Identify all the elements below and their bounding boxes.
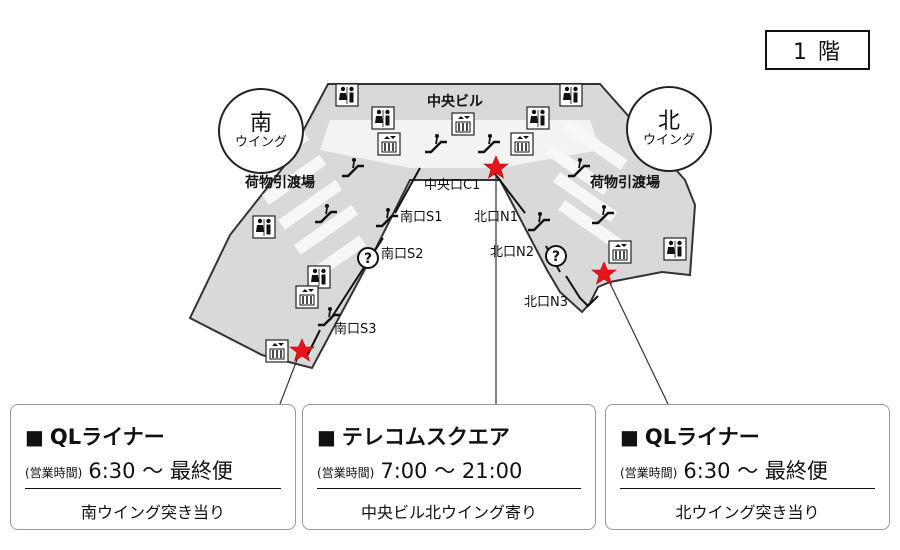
restroom-icon	[559, 83, 583, 107]
baggage-claim-south-label: 荷物引渡場	[245, 175, 315, 191]
card-square-icon: ■	[620, 425, 639, 449]
card-telecom-square[interactable]: ■テレコムスクエア (営業時間) 7:00 ～ 21:00 中央ビル北ウイング寄り	[302, 404, 596, 530]
elevator-icon	[295, 285, 319, 309]
card-square-icon: ■	[317, 425, 336, 449]
gate-s3-label: 南口S3	[334, 322, 377, 337]
information-icon[interactable]	[545, 245, 567, 267]
gate-s2-label: 南口S2	[381, 247, 424, 262]
elevator-icon	[510, 132, 534, 156]
card-title: ■QLライナー	[620, 421, 760, 451]
restroom-icon	[526, 106, 550, 130]
gate-n1-label: 北口N1	[474, 210, 518, 225]
card-location: 北ウイング突き当り	[675, 503, 820, 522]
south-wing-badge: 南 ウイング	[218, 88, 304, 174]
card-hours-label: (営業時間)	[25, 466, 83, 480]
card-hours: (営業時間) 6:30 ～ 最終便	[620, 457, 875, 489]
card-hours-value: 7:00 ～ 21:00	[380, 459, 523, 483]
north-wing-subtitle: ウイング	[642, 132, 695, 148]
central-building-label: 中央ビル	[427, 94, 483, 110]
card-ql-liner-north[interactable]: ■QLライナー (営業時間) 6:30 ～ 最終便 北ウイング突き当り	[605, 404, 890, 530]
restroom-icon	[307, 265, 331, 289]
restroom-icon	[252, 215, 276, 239]
restroom-icon	[663, 237, 687, 261]
baggage-hall-north	[546, 119, 628, 250]
gate-c1-label: 中央口C1	[424, 178, 481, 193]
card-hours: (営業時間) 6:30 ～ 最終便	[25, 457, 281, 489]
card-hours-label: (営業時間)	[620, 466, 678, 480]
restroom-icon	[335, 83, 359, 107]
gate-n2-label: 北口N2	[490, 245, 534, 260]
gate-s1-label: 南口S1	[400, 210, 443, 225]
gate-n3-label: 北口N3	[524, 295, 568, 310]
elevator-icon	[265, 339, 289, 363]
elevator-icon	[377, 132, 401, 156]
card-ql-liner-south[interactable]: ■QLライナー (営業時間) 6:30 ～ 最終便 南ウイング突き当り	[10, 404, 296, 530]
elevator-icon	[608, 240, 632, 264]
callout-lines	[279, 168, 669, 405]
card-hours-label: (営業時間)	[317, 466, 375, 480]
south-wing-subtitle: ウイング	[234, 134, 287, 150]
central-lobby	[320, 120, 600, 168]
card-hours-value: 6:30 ～ 最終便	[88, 459, 233, 483]
restroom-icon	[371, 106, 395, 130]
card-title: ■QLライナー	[25, 421, 165, 451]
card-square-icon: ■	[25, 425, 44, 449]
card-name: QLライナー	[49, 425, 165, 449]
north-wing-title: 北	[657, 108, 680, 134]
card-name: QLライナー	[644, 425, 760, 449]
card-name: テレコムスクエア	[341, 425, 510, 449]
north-wing-badge: 北 ウイング	[626, 86, 712, 172]
information-icon[interactable]	[357, 247, 379, 269]
card-location: 中央ビル北ウイング寄り	[360, 503, 537, 522]
card-hours: (営業時間) 7:00 ～ 21:00	[317, 457, 581, 489]
card-location: 南ウイング突き当り	[80, 503, 225, 522]
floor-badge: 1 階	[765, 30, 870, 70]
card-hours-value: 6:30 ～ 最終便	[683, 459, 828, 483]
south-wing-title: 南	[249, 110, 272, 136]
baggage-claim-north-label: 荷物引渡場	[590, 175, 660, 191]
elevator-icon	[451, 112, 475, 136]
card-title: ■テレコムスクエア	[317, 421, 510, 451]
